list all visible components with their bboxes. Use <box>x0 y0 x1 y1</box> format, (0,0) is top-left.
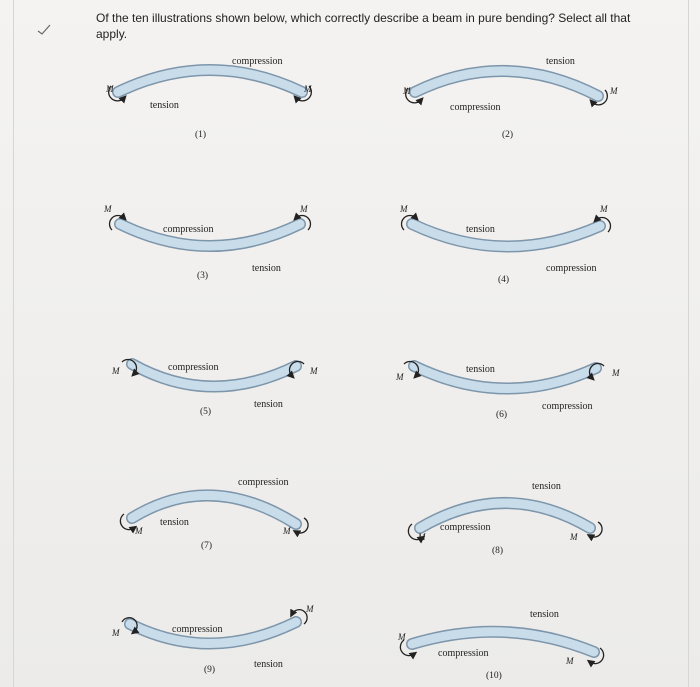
moment-label: M <box>111 366 120 376</box>
moment-label: M <box>103 204 112 214</box>
bottom-label: compression <box>450 102 501 113</box>
moment-arrow-icon <box>400 212 419 231</box>
figure-number: (3) <box>197 270 208 281</box>
top-label: compression <box>238 477 289 488</box>
figure-8: M M tension compression (8) <box>407 481 603 556</box>
moment-label: M <box>417 532 426 542</box>
bottom-label: tension <box>160 517 189 528</box>
bottom-label: compression <box>438 648 489 659</box>
divider-line <box>13 0 14 687</box>
bottom-label: compression <box>546 263 597 274</box>
moment-label: M <box>282 526 291 536</box>
bottom-label: tension <box>254 399 283 410</box>
question-text: Of the ten illustrations shown below, wh… <box>96 11 631 41</box>
moment-arrow-icon <box>108 85 127 104</box>
figure-9: M M compression tension (9) <box>111 604 314 675</box>
checkmark-icon <box>37 24 51 35</box>
figure-number: (8) <box>492 545 503 556</box>
bottom-label: tension <box>254 659 283 670</box>
moment-label: M <box>397 632 406 642</box>
moment-label: M <box>599 204 608 214</box>
moment-arrow-icon <box>586 521 603 542</box>
moment-arrow-icon <box>293 212 312 231</box>
top-label: tension <box>530 609 559 620</box>
top-label: tension <box>466 364 495 375</box>
moment-label: M <box>305 604 314 614</box>
figure-number: (5) <box>200 406 211 417</box>
figure-number: (2) <box>502 129 513 140</box>
moment-label: M <box>303 84 312 94</box>
moment-arrow-icon <box>286 360 305 379</box>
moment-label: M <box>105 84 114 94</box>
moment-arrow-icon <box>121 358 140 377</box>
moment-arrow-icon <box>290 608 308 625</box>
moment-label: M <box>609 86 618 96</box>
moment-label: M <box>402 86 411 96</box>
moment-arrow-icon <box>292 517 309 538</box>
top-label: tension <box>546 56 575 67</box>
figure-1: M M compression tension (1) <box>105 56 312 140</box>
top-label: tension <box>532 481 561 492</box>
figure-7: M M compression tension (7) <box>119 477 309 551</box>
moment-arrow-icon <box>293 85 312 104</box>
moment-arrow-icon <box>121 617 140 635</box>
figure-number: (4) <box>498 274 509 285</box>
moment-label: M <box>111 628 120 638</box>
divider-line <box>688 0 689 687</box>
moment-arrow-icon <box>589 89 608 108</box>
top-label: compression <box>163 224 214 235</box>
moment-label: M <box>565 656 574 666</box>
moment-label: M <box>134 526 143 536</box>
figure-6: M M tension compression (6) <box>395 360 620 420</box>
moment-arrow-icon <box>403 360 422 379</box>
bottom-label: tension <box>150 100 179 111</box>
moment-arrow-icon <box>108 212 127 231</box>
figure-10: M M tension compression (10) <box>397 609 605 681</box>
figure-4: M M tension compression (4) <box>399 204 612 285</box>
moment-arrow-icon <box>407 523 426 544</box>
figure-number: (1) <box>195 129 206 140</box>
figure-number: (6) <box>496 409 507 420</box>
figure-2: M M tension compression (2) <box>402 56 618 140</box>
top-label: compression <box>172 624 223 635</box>
moment-arrow-icon <box>593 214 612 233</box>
figure-number: (7) <box>201 540 212 551</box>
bottom-label: tension <box>252 263 281 274</box>
moment-label: M <box>399 204 408 214</box>
moment-arrow-icon <box>586 647 605 668</box>
moment-label: M <box>569 532 578 542</box>
moment-arrow-icon <box>586 362 605 381</box>
moment-label: M <box>395 372 404 382</box>
top-label: compression <box>232 56 283 67</box>
figure-number: (10) <box>486 670 502 681</box>
moment-label: M <box>611 368 620 378</box>
bottom-label: compression <box>542 401 593 412</box>
figure-number: (9) <box>204 664 215 675</box>
moment-arrow-icon <box>405 87 424 106</box>
moment-label: M <box>309 366 318 376</box>
top-label: compression <box>168 362 219 373</box>
bottom-label: compression <box>440 522 491 533</box>
moment-arrow-icon <box>399 639 418 660</box>
top-label: tension <box>466 224 495 235</box>
moment-label: M <box>299 204 308 214</box>
figure-3: M M compression tension (3) <box>103 204 312 281</box>
figure-5: M M compression tension (5) <box>111 358 318 417</box>
moment-arrow-icon <box>119 513 138 534</box>
